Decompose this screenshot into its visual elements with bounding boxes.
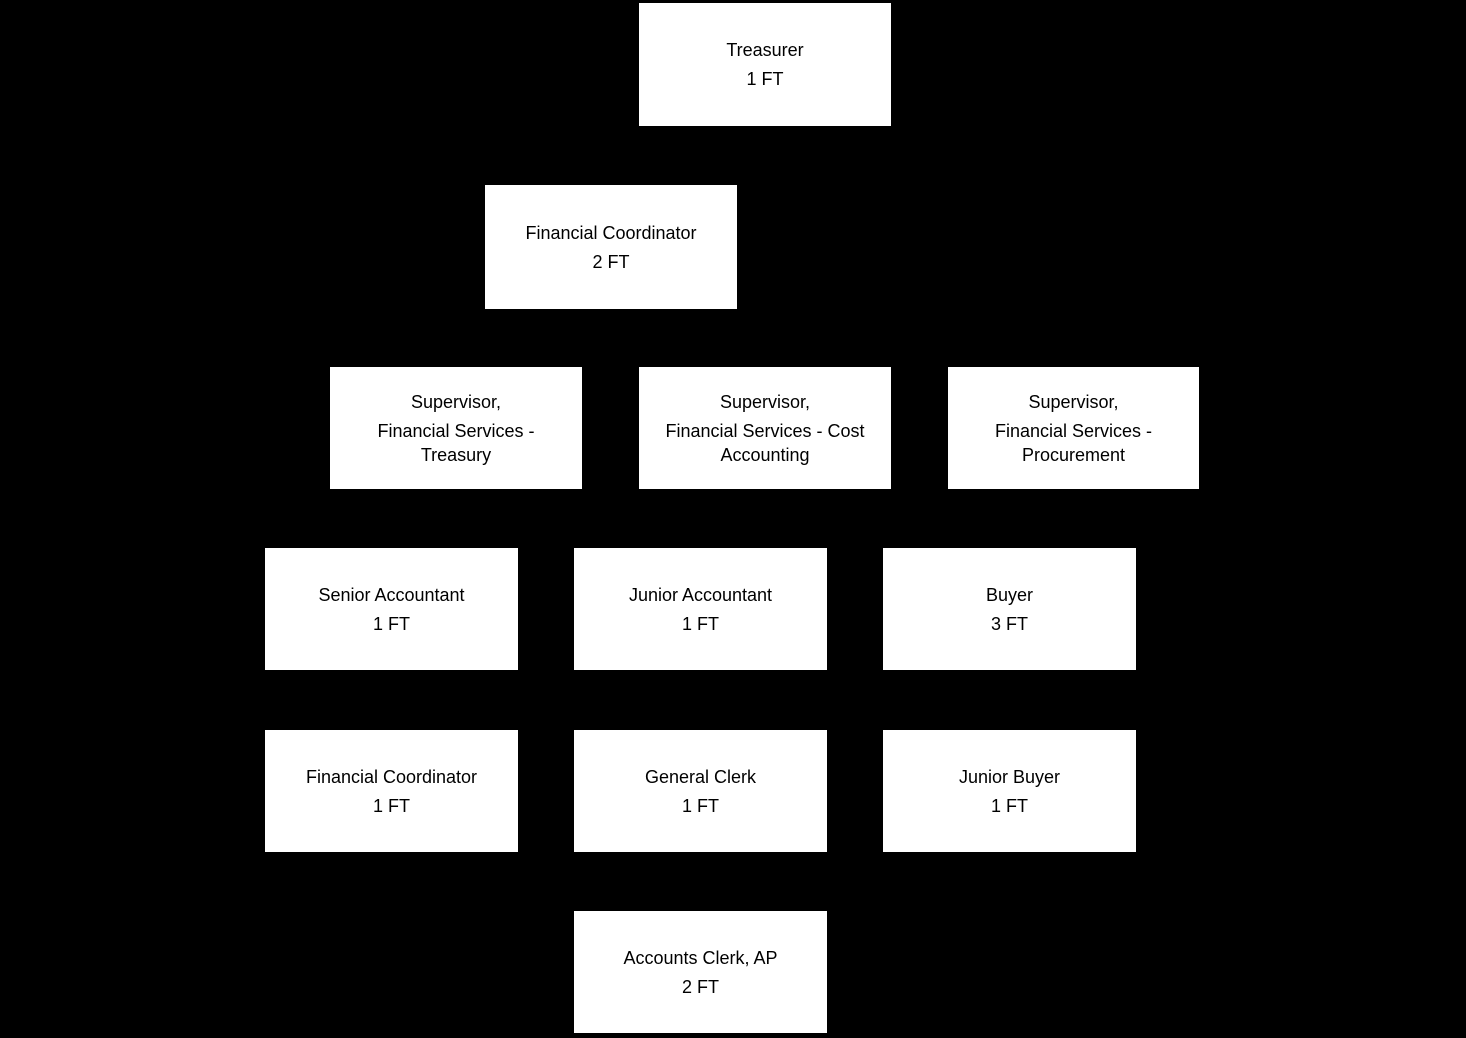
org-node-buyer: Buyer 3 FT — [883, 548, 1136, 670]
org-node-financial-coordinator: Financial Coordinator 2 FT — [485, 185, 737, 309]
node-title: Buyer — [985, 584, 1034, 605]
org-node-junior-buyer: Junior Buyer 1 FT — [883, 730, 1136, 852]
node-title: Accounts Clerk, AP — [623, 947, 778, 968]
node-ft-count: 3 FT — [990, 613, 1028, 634]
node-title: Junior Buyer — [958, 766, 1061, 787]
node-title: Supervisor, — [719, 391, 811, 412]
node-title: Senior Accountant — [318, 584, 465, 605]
org-node-junior-accountant: Junior Accountant 1 FT — [574, 548, 827, 670]
node-ft-count: 2 FT — [681, 976, 719, 997]
node-ft-count: 1 FT — [746, 69, 784, 89]
node-title: Supervisor, — [410, 391, 502, 412]
org-node-supervisor-treasury: Supervisor, Financial Services - Treasur… — [330, 367, 582, 489]
node-subtitle: Financial Services - Treasury — [377, 420, 535, 465]
org-node-accounts-clerk-ap: Accounts Clerk, AP 2 FT — [574, 911, 827, 1033]
node-ft-count: 1 FT — [372, 795, 410, 816]
node-title: General Clerk — [644, 766, 757, 787]
org-node-general-clerk: General Clerk 1 FT — [574, 730, 827, 852]
org-node-treasurer: Treasurer 1 FT — [639, 3, 891, 126]
node-ft-count: 1 FT — [681, 613, 719, 634]
node-title: Junior Accountant — [628, 584, 773, 605]
node-title: Treasurer — [726, 40, 804, 60]
node-ft-count: 2 FT — [592, 251, 630, 272]
org-node-financial-coordinator-treasury: Financial Coordinator 1 FT — [265, 730, 518, 852]
node-title: Supervisor, — [1028, 391, 1119, 412]
org-node-supervisor-procurement: Supervisor, Financial Services - Procure… — [948, 367, 1199, 489]
node-subtitle: Financial Services - Cost Accounting — [665, 420, 865, 465]
node-subtitle: Financial Services - Procurement — [994, 420, 1153, 465]
org-node-senior-accountant: Senior Accountant 1 FT — [265, 548, 518, 670]
org-node-supervisor-cost-accounting: Supervisor, Financial Services - Cost Ac… — [639, 367, 891, 489]
node-ft-count: 1 FT — [681, 795, 719, 816]
node-ft-count: 1 FT — [372, 613, 410, 634]
node-title: Financial Coordinator — [525, 222, 697, 243]
node-title: Financial Coordinator — [305, 766, 478, 787]
node-ft-count: 1 FT — [990, 795, 1028, 816]
